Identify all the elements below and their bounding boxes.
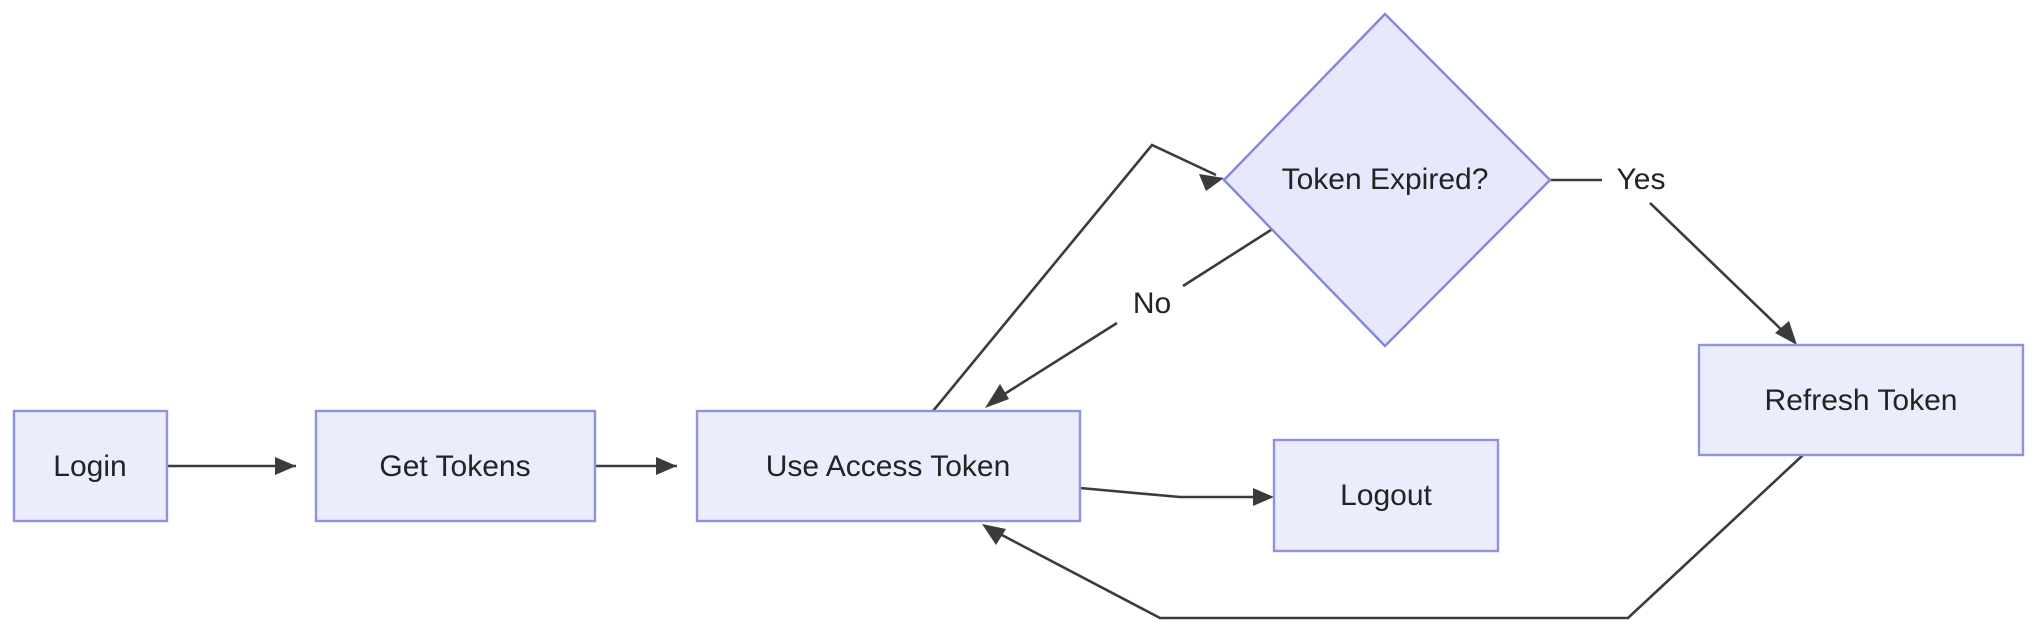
node-get-tokens-shape[interactable] (314, 409, 597, 523)
arrowhead (656, 457, 677, 475)
edge-use-access-token-to-token-expired (931, 143, 1224, 412)
node-login-label: Login (53, 450, 126, 483)
edge-label-no: No (1133, 287, 1171, 320)
edge-line (1079, 486, 1254, 499)
edge-line (997, 454, 1804, 620)
edge-label-yes: Yes (1617, 163, 1666, 196)
edge-get-tokens-to-use-access-token (595, 457, 677, 475)
edge-token-expired-to-use-access-token-no: No (985, 226, 1275, 408)
node-refresh-token[interactable]: Refresh Token (1697, 343, 2025, 457)
edge-token-expired-to-refresh-token-yes: Yes (1550, 163, 1797, 345)
node-use-access-token-shape[interactable] (695, 409, 1082, 523)
edge-line (1182, 226, 1275, 288)
node-login[interactable]: Login (12, 409, 169, 523)
edge-login-to-get-tokens (167, 457, 296, 475)
node-refresh-token-shape[interactable] (1697, 343, 2025, 457)
edge-line (931, 143, 1217, 412)
node-refresh-token-label: Refresh Token (1765, 384, 1958, 417)
edge-refresh-token-to-use-access-token (982, 454, 1804, 620)
node-get-tokens[interactable]: Get Tokens (314, 409, 597, 523)
edge-use-access-token-to-logout (1079, 486, 1274, 506)
node-logout-shape[interactable] (1272, 438, 1500, 553)
edge-line (994, 321, 1118, 402)
edge-line (1649, 202, 1790, 338)
arrowhead (1253, 488, 1274, 506)
node-token-expired[interactable]: Token Expired? (1222, 12, 1552, 348)
node-token-expired-label: Token Expired? (1282, 163, 1489, 196)
node-token-expired-shape[interactable] (1222, 12, 1552, 348)
node-login-shape[interactable] (12, 409, 169, 523)
node-get-tokens-label: Get Tokens (379, 450, 530, 483)
node-logout-label: Logout (1340, 479, 1432, 512)
node-use-access-token-label: Use Access Token (766, 450, 1011, 483)
node-use-access-token[interactable]: Use Access Token (695, 409, 1082, 523)
arrowhead (982, 524, 1006, 545)
arrowhead (1775, 321, 1797, 345)
arrowhead (275, 457, 296, 475)
arrowhead (985, 384, 1009, 408)
node-logout[interactable]: Logout (1272, 438, 1500, 553)
arrowhead (1199, 174, 1224, 191)
